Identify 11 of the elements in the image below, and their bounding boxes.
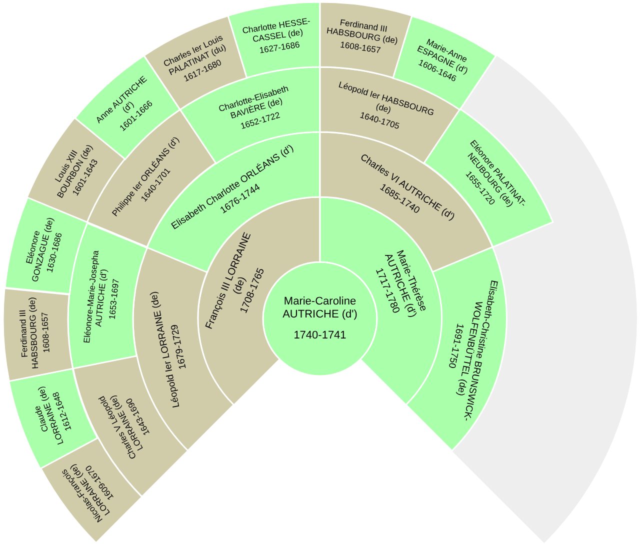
ancestor-sector [68,222,148,368]
life-dates: 1740-1741 [294,330,346,342]
life-dates: 1608-1657 [40,312,52,353]
person-name: Marie-Caroline AUTRICHE (d') [282,296,358,321]
person-circle [263,262,377,376]
ancestor-sector [228,2,320,78]
life-dates: 1627-1686 [258,40,301,56]
life-dates: 1653-1697 [107,278,122,320]
ancestor-sector [3,288,73,381]
person-name: Ferdinand III HABSBOURG (de) [18,296,41,370]
life-dates: 1608-1657 [340,40,382,56]
